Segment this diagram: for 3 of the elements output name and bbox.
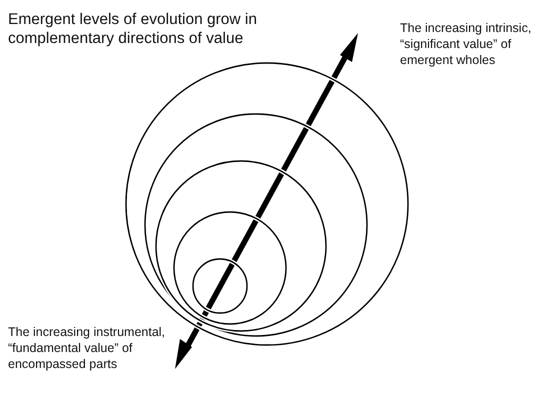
annotation-text: The increasing instrumental, “fundamental value” of encompassed parts (8, 324, 166, 372)
title: Emergent levels of evolution grow in complementary directions of value (8, 10, 258, 48)
annotation-text: The increasing intrinsic, “significant value” of emergent wholes (400, 20, 532, 68)
